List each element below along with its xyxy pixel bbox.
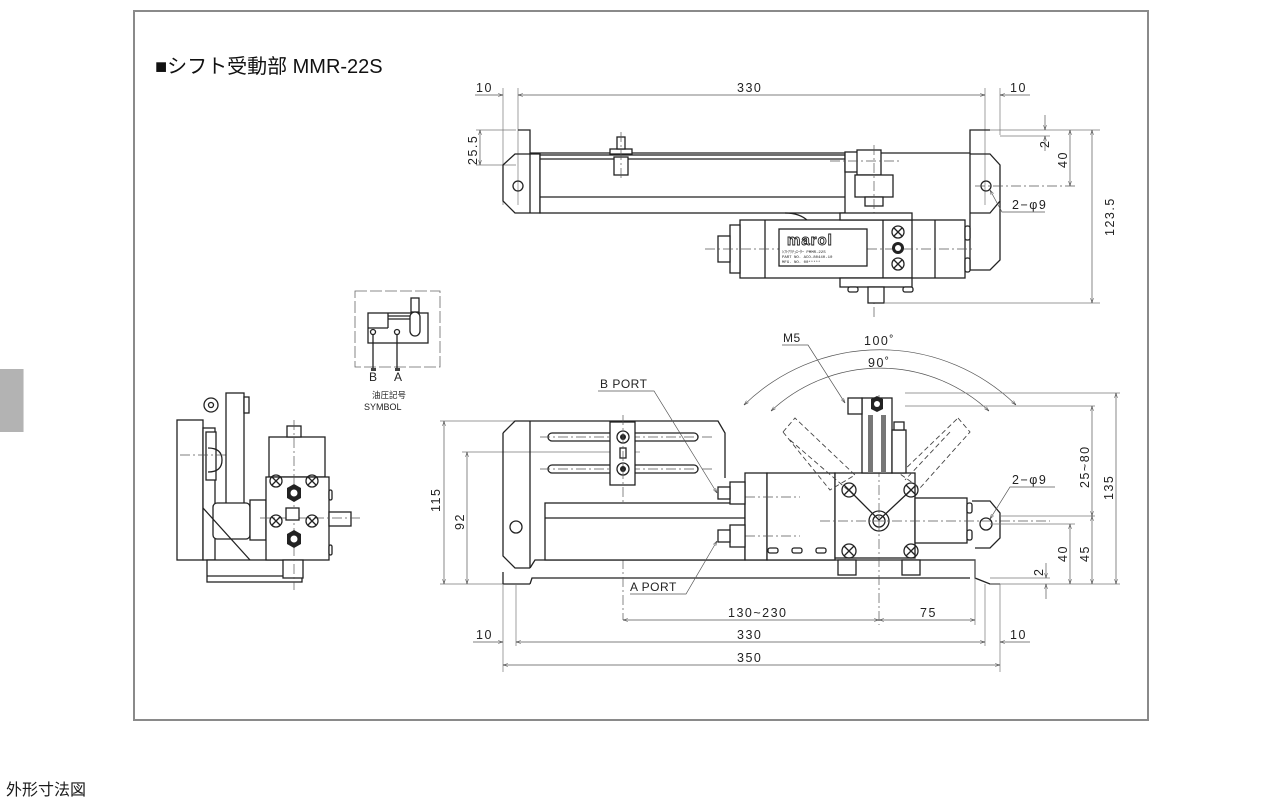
- symbol-label-jp: 油圧記号: [372, 390, 406, 401]
- label-a-port: A PORT: [630, 580, 677, 594]
- dim-top-span: 330: [737, 81, 762, 95]
- dim-h45: 45: [1078, 545, 1092, 562]
- front-view: 115 92: [429, 331, 1120, 672]
- side-view: [176, 392, 360, 590]
- dim-bottom-span: 330: [737, 628, 762, 642]
- dim-bracket-offset: 25.5: [466, 135, 480, 165]
- dim-top-hole-height: 40: [1056, 151, 1070, 168]
- dim-bottom-left-flange: 10: [476, 628, 493, 642]
- label-m5: M5: [783, 331, 801, 345]
- marol-nameplate: marol ｼﾌﾄｱｸﾁｭｴｰﾀｰ PMMR-22S PART NO. ACO-…: [778, 228, 868, 267]
- dim-bottom-right-flange: 10: [1010, 628, 1027, 642]
- nameplate-line3: MFG. NO. 00*****: [782, 260, 820, 265]
- dim-t2: 2: [1032, 568, 1046, 576]
- nameplate-line2: PART NO. ACO-80440-10: [782, 256, 833, 260]
- dim-adj-range: 130~230: [728, 606, 788, 620]
- nameplate-line1: ｼﾌﾄｱｸﾁｭｴｰﾀｰ PMMR-22S: [782, 248, 826, 255]
- symbol-port-a: A: [394, 370, 403, 384]
- figure-caption: 外形寸法図: [6, 780, 87, 799]
- dim-height-115: 115: [429, 488, 443, 512]
- dim-h40: 40: [1056, 545, 1070, 562]
- dim-top-left-flange: 10: [476, 81, 493, 95]
- dim-height-92: 92: [453, 513, 467, 530]
- dim-stroke: 25~80: [1078, 445, 1092, 488]
- symbol-label-en: SYMBOL: [364, 402, 402, 412]
- angle-outer: 100˚: [864, 334, 895, 348]
- dim-overall: 350: [737, 651, 762, 665]
- dim-offset-75: 75: [920, 606, 937, 620]
- angle-inner: 90˚: [868, 356, 891, 370]
- dim-top-holes: 2−φ9: [1012, 198, 1047, 212]
- label-front-holes: 2−φ9: [1012, 473, 1047, 487]
- dim-top-thickness: 2: [1038, 140, 1052, 148]
- symbol-port-b: B: [369, 370, 378, 384]
- label-b-port: B PORT: [600, 377, 648, 391]
- top-view: 330 10 10 25.5: [466, 81, 1117, 320]
- drawing-title: ■シフト受動部 MMR-22S: [155, 55, 383, 78]
- side-scroll-tab[interactable]: [0, 369, 24, 432]
- hydraulic-symbol: B A 油圧記号 SYMBOL: [354, 290, 441, 412]
- nameplate-brand: marol: [787, 232, 833, 249]
- dim-top-total-height: 123.5: [1103, 197, 1117, 236]
- dim-total-135: 135: [1102, 475, 1116, 500]
- screw-icon: [841, 482, 919, 559]
- dim-top-right-flange: 10: [1010, 81, 1027, 95]
- screw-icon: [269, 474, 319, 528]
- drawing-frame: [133, 10, 1149, 721]
- screw-icon: [891, 225, 905, 271]
